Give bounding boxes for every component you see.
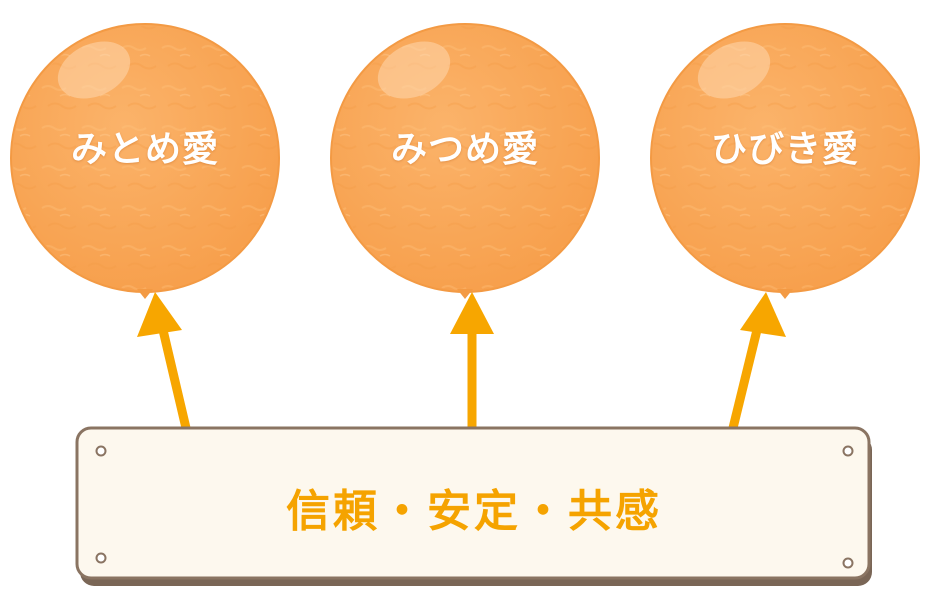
screw-icon — [95, 445, 854, 569]
balloon-highlight — [377, 41, 451, 99]
balloon-2 — [330, 23, 600, 299]
arrow-up-icon-3 — [728, 292, 786, 430]
balloon-highlight — [57, 41, 131, 99]
arrow-up-icon-2 — [450, 292, 494, 428]
balloon-highlight — [697, 41, 771, 99]
balloon-1 — [10, 23, 280, 299]
balloon-3 — [650, 23, 920, 299]
signboard-label: 信頼・安定・共感 — [286, 486, 662, 537]
signboard — [75, 426, 872, 586]
arrow-up-icon-1 — [137, 292, 191, 430]
balloon-label-2: みつめ愛 — [390, 129, 539, 170]
balloon-label-1: みとめ愛 — [70, 129, 219, 170]
balloon-label-3: ひびき愛 — [710, 129, 859, 170]
